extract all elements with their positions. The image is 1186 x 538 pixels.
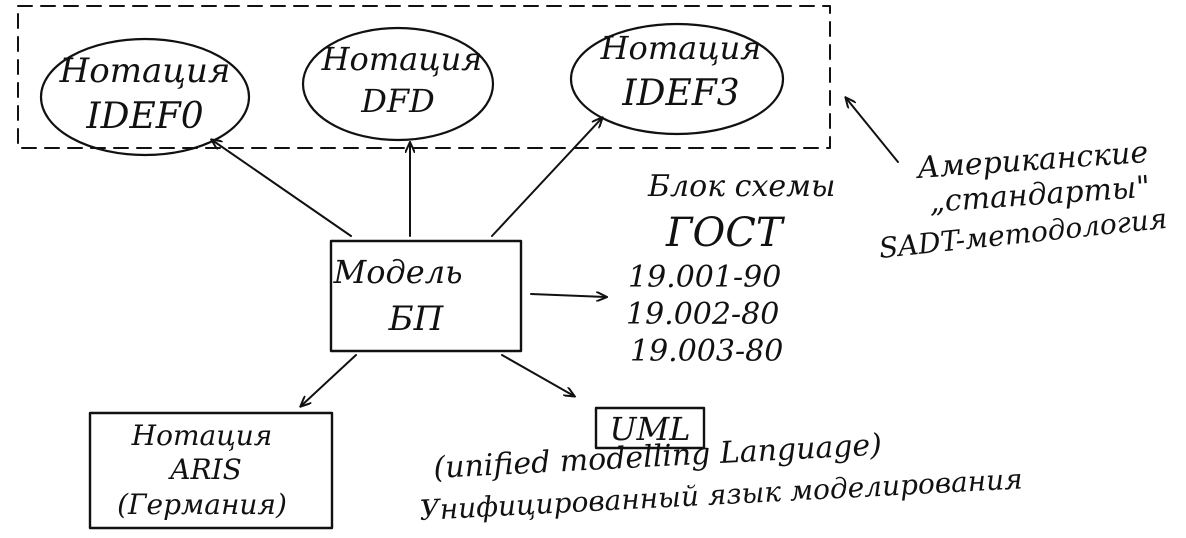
aris-line2: ARIS — [167, 453, 242, 486]
idef0-label-line2: IDEF0 — [85, 96, 203, 137]
idef0-ellipse — [39, 37, 251, 157]
arrow-to-uml — [501, 354, 574, 396]
uml-label: UML — [610, 410, 691, 448]
arrow-to-idef3 — [491, 118, 602, 237]
model-bp-line2: БП — [388, 299, 445, 339]
american-standards-boundary — [17, 5, 831, 149]
idef3-label-line1: Нотация — [600, 29, 762, 67]
uml-box — [594, 406, 706, 450]
dfd-label-line1: Нотация — [321, 40, 483, 78]
gost-title-line2: ГОСТ — [665, 210, 786, 256]
idef3-ellipse — [569, 22, 785, 136]
dfd-ellipse — [301, 26, 495, 142]
aris-line1: Нотация — [131, 419, 273, 452]
aris-line3: (Германия) — [117, 488, 287, 521]
model-bp-line1: Модель — [332, 253, 462, 291]
annotation-arrow — [846, 98, 899, 163]
arrow-to-gost — [530, 294, 606, 297]
arrow-to-idef0 — [212, 140, 352, 237]
gost-code-1: 19.001-90 — [628, 260, 781, 295]
idef3-label-line2: IDEF3 — [621, 73, 739, 114]
model-bp-box — [329, 239, 523, 353]
arrow-to-aris — [301, 354, 357, 406]
gost-code-3: 19.003-80 — [630, 334, 783, 369]
gost-code-2: 19.002-80 — [626, 297, 779, 332]
idef0-label-line1: Нотация — [59, 51, 231, 91]
dfd-label-line2: DFD — [360, 82, 435, 120]
aris-box — [88, 411, 334, 530]
gost-title-line1: Блок схемы — [647, 169, 835, 204]
